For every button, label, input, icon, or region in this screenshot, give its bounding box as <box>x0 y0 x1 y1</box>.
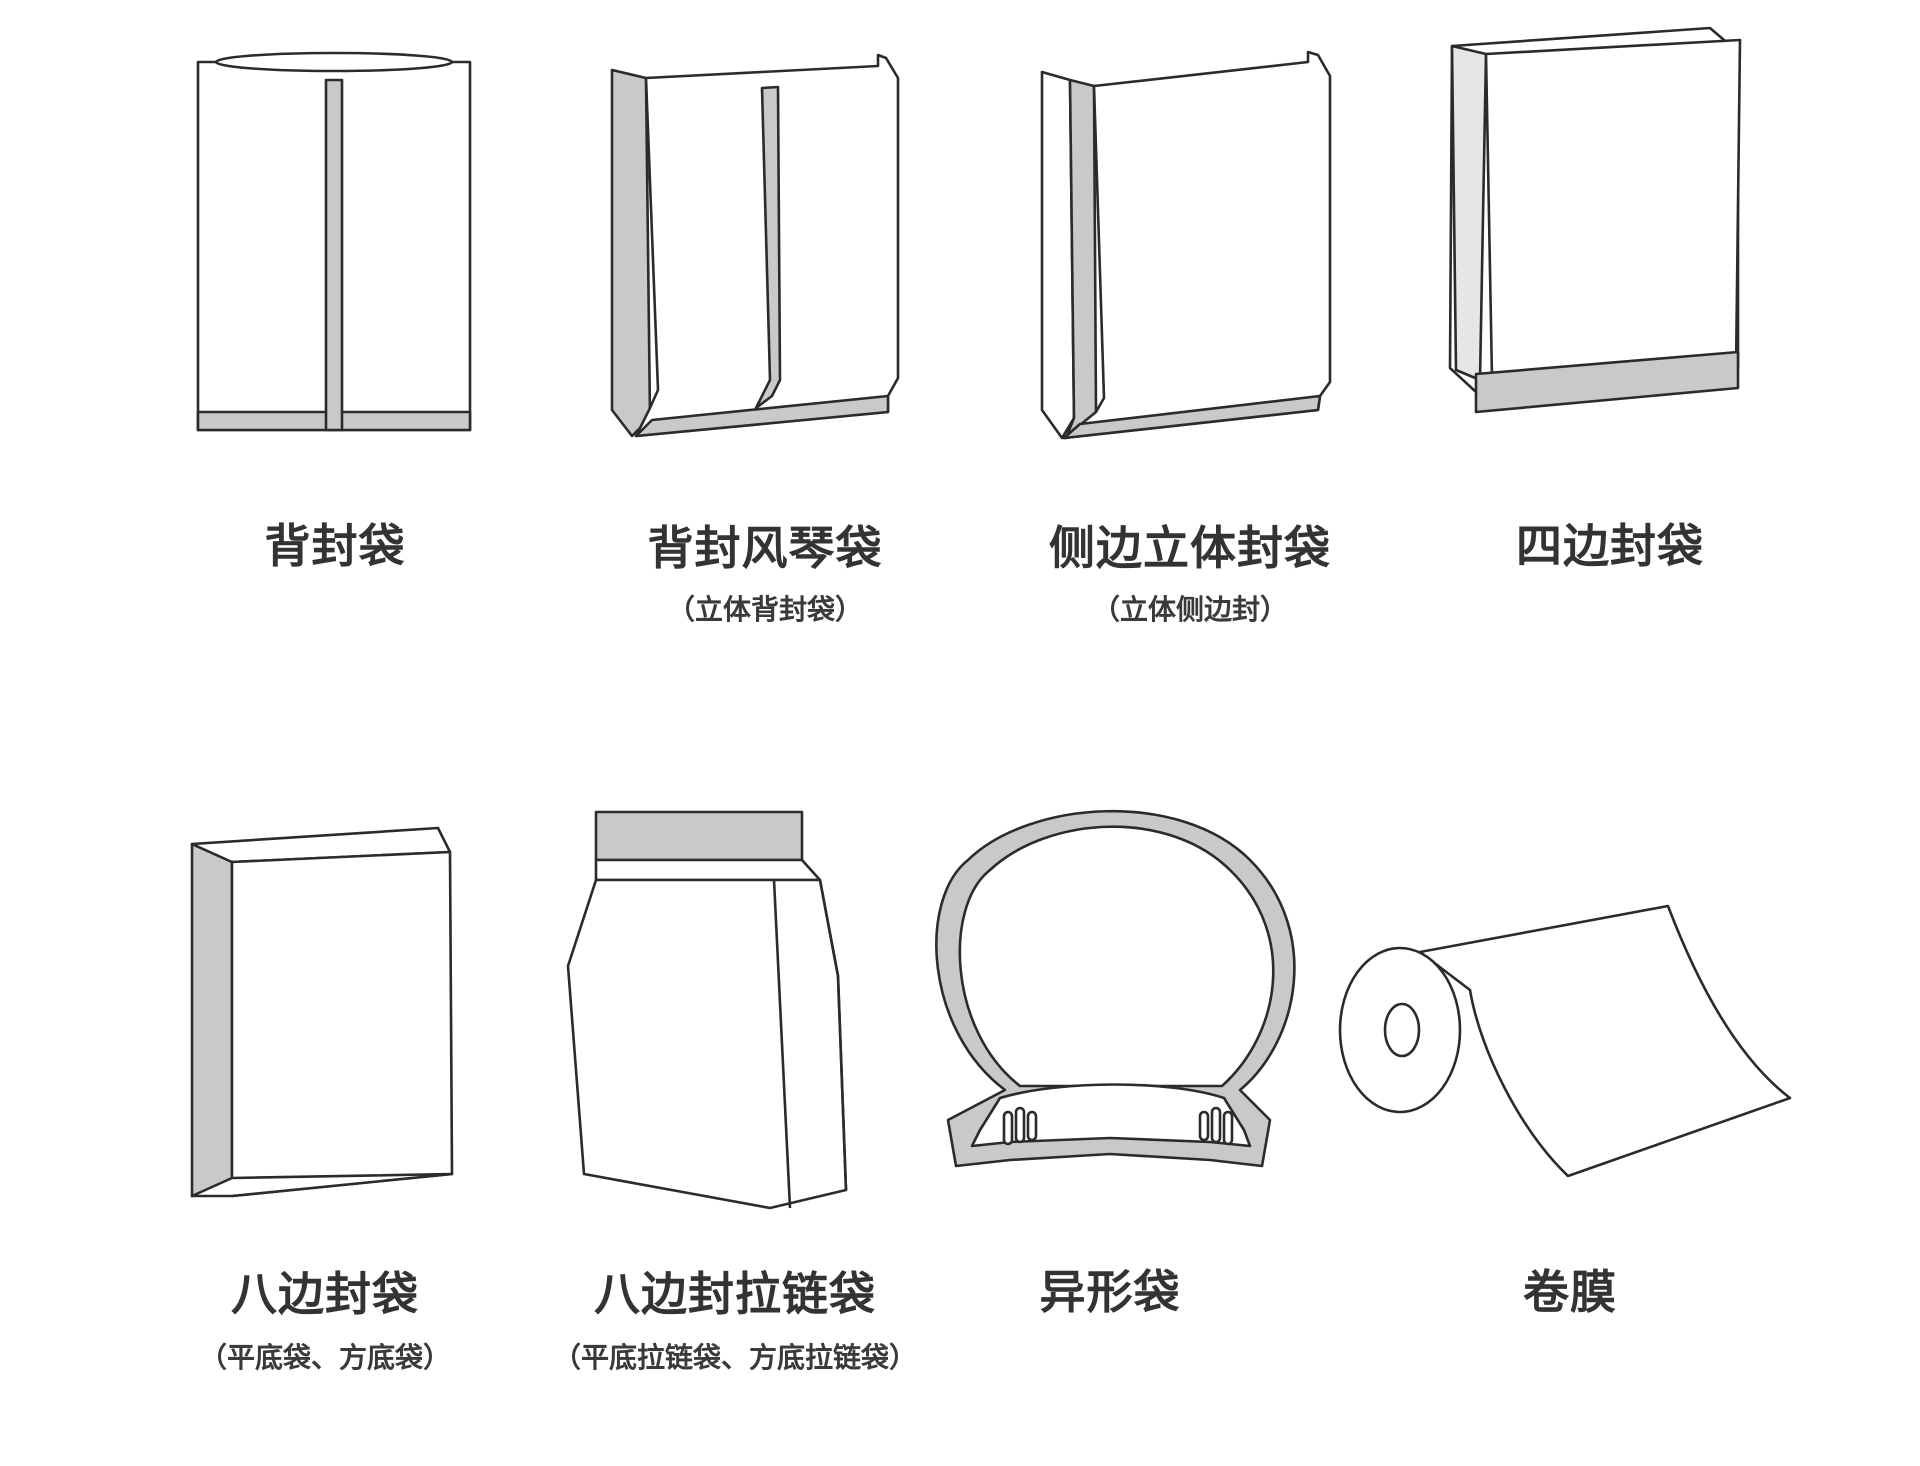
bag-subtitle-flat-bottom: （平底袋、方底袋） <box>198 1341 451 1374</box>
back-seal-gusset-bag-illustration <box>610 53 900 438</box>
bag-title-roll-film: 卷膜 <box>1523 1265 1617 1319</box>
bag-title-back-seal-gusset: 背封风琴袋 <box>647 521 883 575</box>
flat-bottom-bag-illustration <box>190 826 454 1198</box>
bag-subtitle-side-gusset: （立体侧边封） <box>1091 593 1288 626</box>
bag-subtitle-back-seal-gusset: （立体背封袋） <box>666 593 863 626</box>
bag-title-flat-bottom: 八边封袋 <box>231 1267 419 1321</box>
shaped-bag-illustration <box>935 809 1296 1168</box>
bag-title-side-gusset: 侧边立体封袋 <box>1049 521 1331 575</box>
zipper-bag-illustration <box>566 810 848 1210</box>
bag-title-four-side-seal: 四边封袋 <box>1516 519 1704 573</box>
roll-film-illustration <box>1338 904 1792 1178</box>
bag-subtitle-zipper: （平底拉链袋、方底拉链袋） <box>552 1341 917 1374</box>
bag-title-zipper: 八边封拉链袋 <box>594 1267 876 1321</box>
side-gusset-bag-illustration <box>1040 50 1332 440</box>
back-seal-bag-illustration <box>196 51 472 432</box>
bag-title-shaped: 异形袋 <box>1039 1265 1181 1319</box>
four-side-seal-bag-illustration <box>1448 26 1742 414</box>
bag-title-back-seal: 背封袋 <box>264 519 406 573</box>
